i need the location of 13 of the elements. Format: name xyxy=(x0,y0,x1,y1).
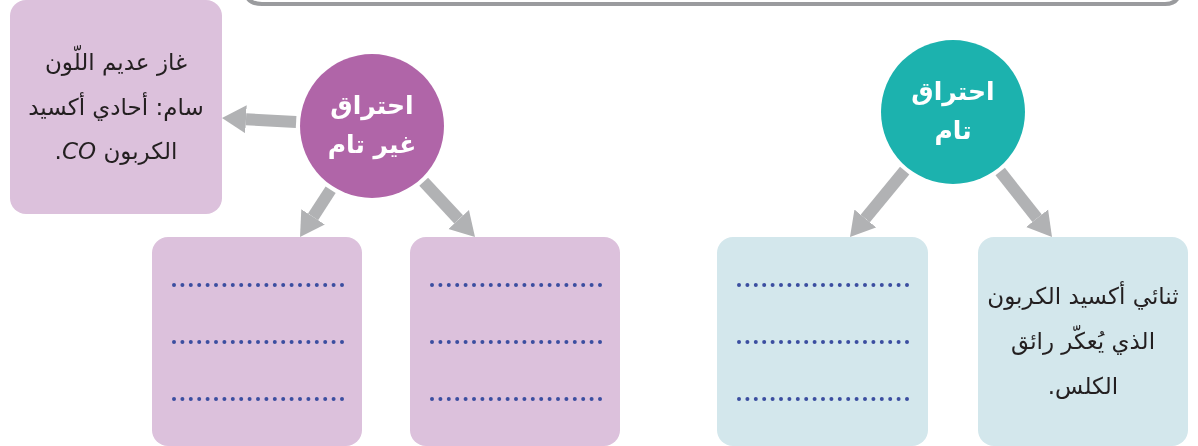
result-box xyxy=(10,0,222,214)
result-box xyxy=(978,237,1188,446)
arrow xyxy=(995,167,1052,237)
circle-label: احتراق تام xyxy=(910,76,996,147)
arrow xyxy=(222,105,297,134)
box-text: ثنائي أكسيد الكربون الذي يُعكّر رائق الكلس. xyxy=(986,280,1180,401)
answer-box xyxy=(717,237,928,446)
circle-label: احتراق غير تام xyxy=(326,90,418,162)
arrow xyxy=(419,177,475,237)
answer-box xyxy=(410,237,620,446)
arrow xyxy=(850,166,910,237)
answer-box xyxy=(152,237,362,446)
arrow xyxy=(300,186,336,237)
